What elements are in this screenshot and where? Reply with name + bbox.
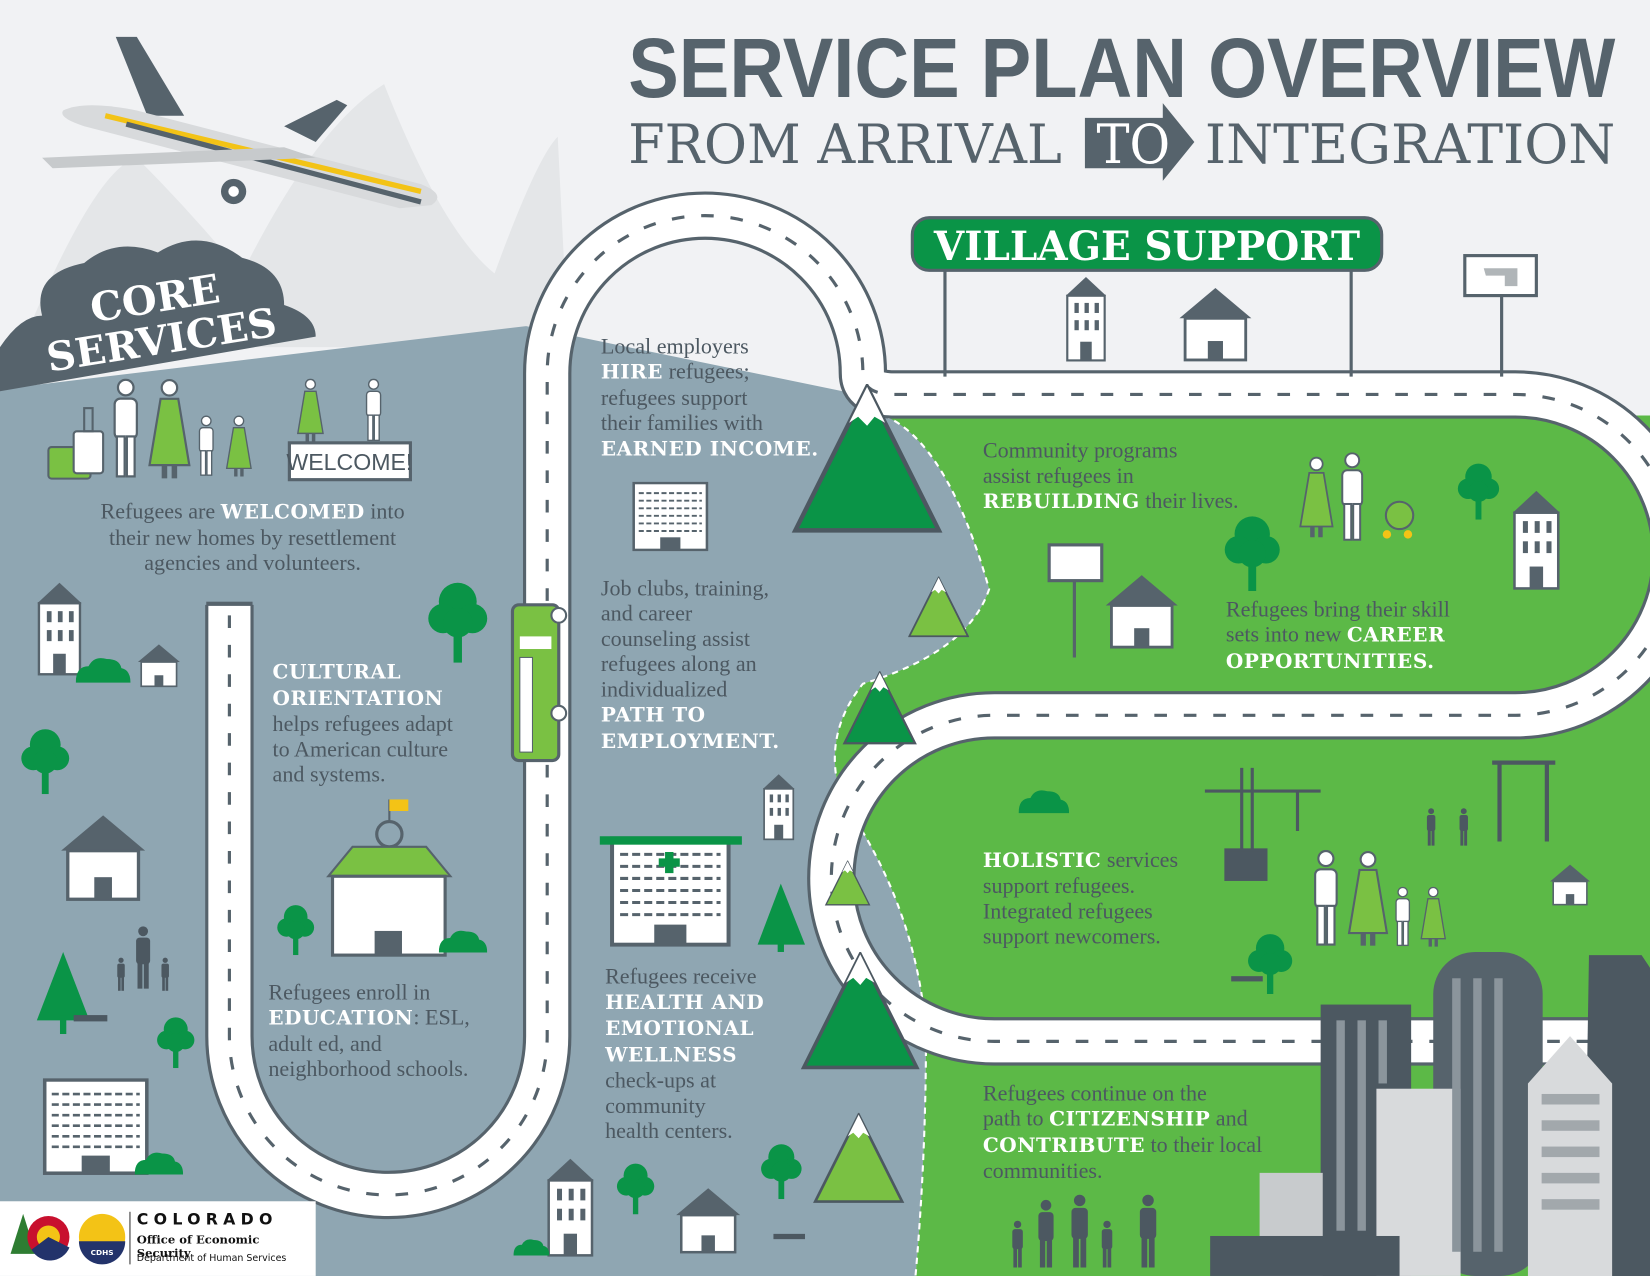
employers-text: Local employers HIRE refugees; refugees … — [600, 333, 819, 461]
svg-text:WELCOME!: WELCOME! — [286, 449, 412, 475]
family-stroller-icon — [1299, 452, 1415, 541]
swing-set-icon — [1492, 760, 1556, 842]
luggage-icon — [47, 407, 105, 480]
logo-emblems: CDHS — [10, 1213, 126, 1265]
core-services-cloud — [0, 240, 316, 392]
crane-icon — [1204, 767, 1321, 881]
page-title: SERVICE PLAN OVERVIEW — [628, 21, 1616, 115]
colorado-cdhs-logo: CDHS COLORADO Office of Economic Securit… — [0, 1201, 316, 1276]
village-support-sign: VILLAGE SUPPORT — [910, 216, 1384, 377]
factory-building-icon — [634, 483, 707, 550]
sewing-machine-sign-icon — [1463, 254, 1538, 377]
pine-tree-icon — [757, 883, 806, 952]
bench-icon — [773, 1233, 806, 1240]
career-text: Refugees bring their skill sets into new… — [1225, 596, 1450, 674]
hospital-icon — [599, 836, 742, 944]
subtitle-to: TO — [1096, 112, 1170, 176]
airplane-icon — [42, 36, 438, 209]
storefront-icon — [1177, 286, 1253, 362]
svg-text:VILLAGE SUPPORT: VILLAGE SUPPORT — [933, 223, 1360, 270]
subtitle-integration: INTEGRATION — [1205, 112, 1615, 176]
logo-office: Office of Economic Security — [136, 1232, 260, 1261]
cultural-orientation-text: CULTURAL ORIENTATION helps refugees adap… — [272, 660, 453, 787]
subtitle-from-arrival: FROM ARRIVAL — [628, 112, 1062, 176]
community-programs-text: Community programs assist refugees in RE… — [982, 437, 1239, 514]
svg-text:CDHS: CDHS — [91, 1248, 114, 1257]
road — [205, 191, 1650, 1220]
bus-icon — [510, 603, 568, 763]
pine-tree-icon — [36, 951, 90, 1035]
village-building-icon — [1066, 277, 1106, 360]
logo-state: COLORADO — [136, 1209, 278, 1229]
welcome-sign-icon: WELCOME! — [286, 378, 412, 482]
city-skyline-icon — [1210, 951, 1650, 1276]
logo-department: Department of Human Services — [136, 1253, 287, 1265]
citizenship-text: Refugees continue on the path to CITIZEN… — [982, 1080, 1263, 1184]
education-text: Refugees enroll in EDUCATION: ESL, adult… — [268, 979, 470, 1082]
bench-icon — [73, 1015, 108, 1022]
health-text: Refugees receive HEALTH AND EMOTIONAL WE… — [605, 963, 765, 1144]
signpost-icon — [1047, 543, 1104, 658]
job-clubs-text: Job clubs, training, and career counseli… — [600, 575, 780, 754]
welcome-text: Refugees are WELCOMED into their new hom… — [100, 498, 405, 576]
bench-icon — [1231, 976, 1263, 982]
holistic-text: HOLISTIC services support refugees. Inte… — [982, 846, 1179, 949]
school-icon — [326, 799, 453, 957]
office-building-icon — [42, 1078, 149, 1175]
arrow-icon — [1084, 103, 1195, 181]
